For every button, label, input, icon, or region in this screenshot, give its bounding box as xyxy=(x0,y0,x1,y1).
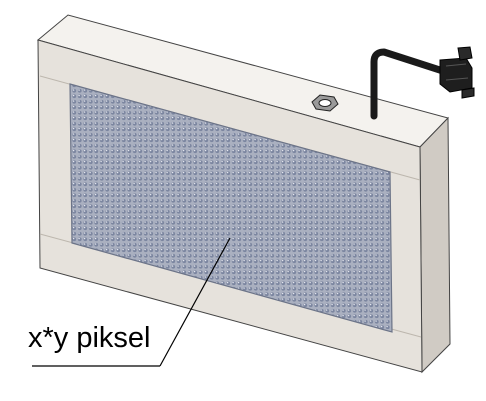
pixel-matrix xyxy=(69,83,393,333)
callout-label: x*y piksel xyxy=(28,322,151,354)
callout-leader-line xyxy=(159,237,231,367)
connector-cable-icon xyxy=(370,46,475,120)
mounting-nut-icon xyxy=(311,94,339,112)
housing-side-face xyxy=(419,116,451,374)
